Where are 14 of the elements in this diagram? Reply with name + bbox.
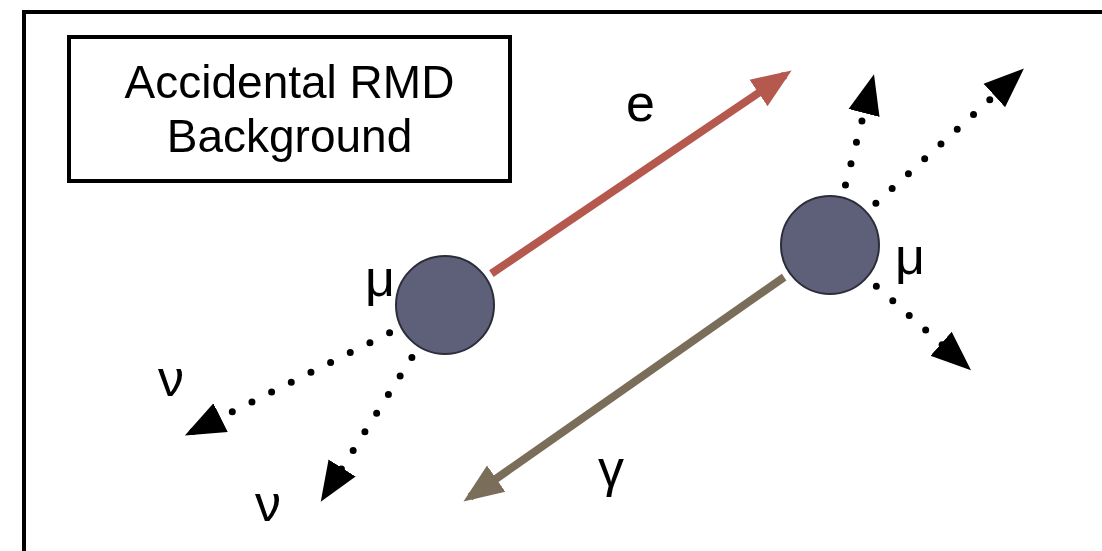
particle-label: μ xyxy=(895,228,925,284)
dotted-arrow xyxy=(872,68,1024,207)
dotted-arrow xyxy=(841,74,880,189)
particle-label: ν xyxy=(255,475,281,531)
dotted-arrow xyxy=(872,282,971,371)
dotted-arrow xyxy=(184,329,394,436)
title-box: Accidental RMD Background xyxy=(67,35,512,183)
particle-label: γ xyxy=(598,440,624,496)
arrow xyxy=(489,70,792,277)
particle-label: e xyxy=(626,75,655,131)
dotted-arrow xyxy=(320,353,416,502)
particle-label: ν xyxy=(158,350,184,406)
arrow xyxy=(463,273,787,502)
particle-label: μ xyxy=(365,250,395,306)
